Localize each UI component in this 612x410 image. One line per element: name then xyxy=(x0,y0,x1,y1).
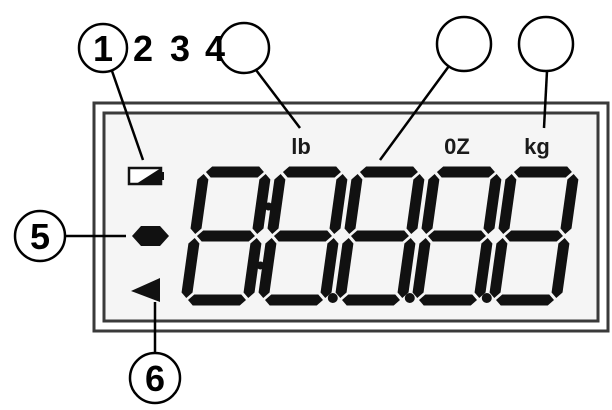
colon-dot-upper xyxy=(264,202,273,211)
digit-1-segment-f xyxy=(190,174,209,234)
leader-line-3 xyxy=(378,65,451,161)
digit-4-segment-c xyxy=(474,238,493,298)
digit-1-segment-c xyxy=(243,238,262,298)
digit-2-segment-c xyxy=(320,238,339,298)
digit-4-segment-a xyxy=(436,166,495,178)
digit-5-segment-d xyxy=(496,294,554,306)
digit-5-segment-f xyxy=(498,174,517,234)
digit-3-segment-c xyxy=(397,238,416,298)
digit-1-segment-a xyxy=(205,166,264,178)
digit-4-segment-f xyxy=(421,174,440,234)
callout-number-6: 6 xyxy=(145,358,165,399)
callout-number-1: 1 xyxy=(93,28,113,69)
leader-line-4 xyxy=(542,70,549,129)
callout-number-3: 3 xyxy=(170,28,190,69)
unit-label-kg: kg xyxy=(524,134,550,159)
digit-4-segment-g xyxy=(427,230,486,242)
digit-1-segment-d xyxy=(188,294,246,306)
callout-number-5: 5 xyxy=(30,216,50,257)
digit-5-segment-g xyxy=(504,230,563,242)
digit-4-segment-e xyxy=(412,238,431,298)
digit-5-segment-a xyxy=(513,166,572,178)
digit-2-segment-e xyxy=(258,238,277,298)
seven-segment-display xyxy=(181,166,579,306)
digit-3-segment-a xyxy=(359,166,418,178)
digit-5-segment-c xyxy=(551,238,570,298)
digit-5-segment-b xyxy=(560,174,579,234)
digit-3-segment-g xyxy=(350,230,409,242)
digit-4-segment-d xyxy=(419,294,477,306)
callout-number-2: 2 xyxy=(133,28,153,69)
unit-label-oz: 0Z xyxy=(444,134,470,159)
colon-dot-lower xyxy=(256,261,265,270)
digit-3-segment-e xyxy=(335,238,354,298)
callout-circle-4 xyxy=(517,15,575,73)
callout-number-4: 4 xyxy=(205,28,225,69)
digit-2-segment-a xyxy=(282,166,341,178)
digit-4-segment-b xyxy=(483,174,502,234)
decimal-point-3 xyxy=(481,293,492,303)
minus-sign-icon xyxy=(132,226,169,246)
digit-5-segment-e xyxy=(489,238,508,298)
digit-3-segment-f xyxy=(344,174,363,234)
callout-circle-2 xyxy=(217,21,271,75)
leader-line-2 xyxy=(255,69,301,129)
leader-line-1 xyxy=(110,70,145,161)
callout-circle-3 xyxy=(435,15,493,73)
decimal-point-1 xyxy=(327,293,338,303)
digit-2-segment-f xyxy=(267,174,286,234)
digit-3-segment-b xyxy=(406,174,425,234)
digit-3-segment-d xyxy=(342,294,400,306)
stable-arrow-icon xyxy=(131,278,160,302)
battery-low-icon xyxy=(127,166,164,186)
unit-label-lb: lb xyxy=(291,134,311,159)
digit-2-segment-b xyxy=(329,174,348,234)
callout-circle-1 xyxy=(77,22,129,74)
digit-1-segment-e xyxy=(181,238,200,298)
digit-2-segment-d xyxy=(265,294,323,306)
digit-2-segment-g xyxy=(273,230,332,242)
decimal-point-2 xyxy=(404,293,415,303)
digit-1-segment-b xyxy=(252,174,271,234)
digit-1-segment-g xyxy=(196,230,255,242)
